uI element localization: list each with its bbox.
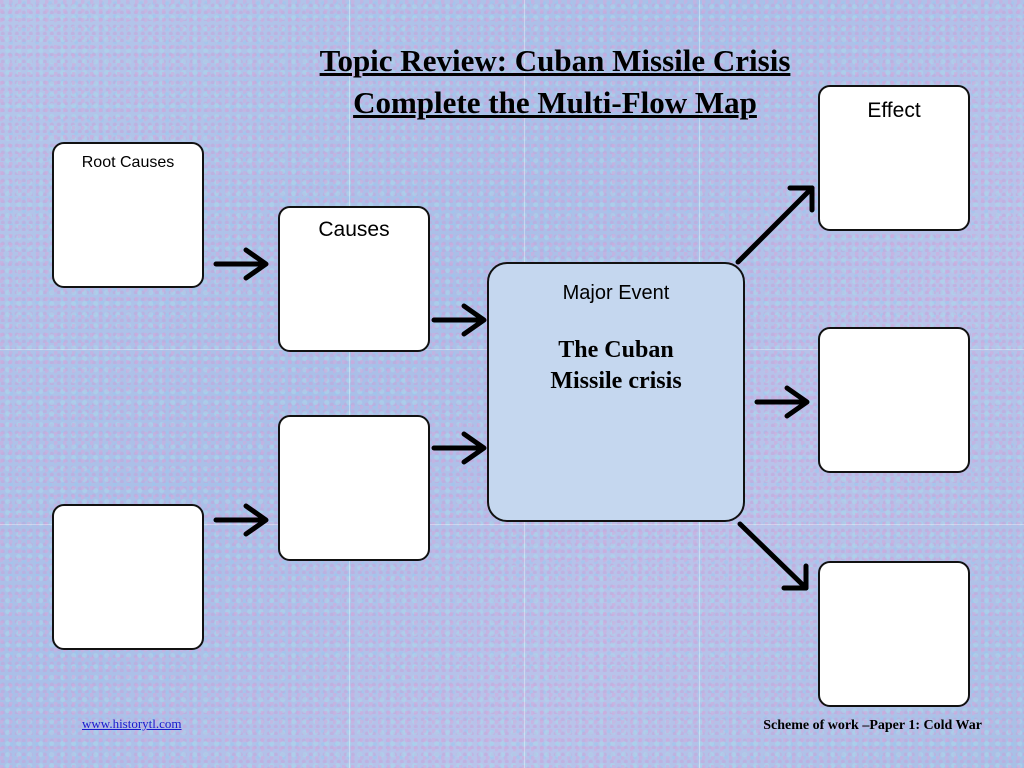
- effect-box-2[interactable]: [818, 327, 970, 473]
- root-cause-box-2[interactable]: [52, 504, 204, 650]
- slide-title: Topic Review: Cuban Missile Crisis Compl…: [180, 40, 930, 124]
- arrow-event-to-effect1: [735, 185, 815, 265]
- arrow-root1-to-cause1: [213, 247, 269, 281]
- arrow-event-to-effect2: [754, 385, 810, 419]
- arrow-root2-to-cause2: [213, 503, 269, 537]
- title-line-2: Complete the Multi-Flow Map: [353, 85, 757, 120]
- background-gridline: [349, 0, 350, 768]
- root-causes-label: Root Causes: [81, 154, 175, 171]
- root-cause-box-1[interactable]: Root Causes: [52, 142, 204, 288]
- title-line-1: Topic Review: Cuban Missile Crisis: [319, 43, 791, 78]
- effect-box-1[interactable]: Effect: [818, 85, 970, 231]
- scheme-of-work-text: Scheme of work –Paper 1: Cold War: [763, 718, 982, 733]
- major-event-line-1: The Cuban: [558, 337, 674, 363]
- causes-label: Causes: [318, 218, 390, 241]
- effect-label: Effect: [867, 99, 921, 122]
- major-event-box[interactable]: Major Event The Cuban Missile crisis: [487, 262, 745, 522]
- cause-box-2[interactable]: [278, 415, 430, 561]
- historytl-link[interactable]: www.historytl.com: [82, 716, 182, 731]
- arrow-cause1-to-event: [431, 303, 487, 337]
- major-event-label: Major Event: [562, 282, 670, 304]
- arrow-event-to-effect3: [737, 521, 809, 591]
- background-gridline: [0, 524, 1024, 525]
- major-event-line-2: Missile crisis: [550, 368, 682, 394]
- effect-box-3[interactable]: [818, 561, 970, 707]
- arrow-cause2-to-event: [431, 431, 487, 465]
- cause-box-1[interactable]: Causes: [278, 206, 430, 352]
- major-event-title: The Cuban Missile crisis: [489, 335, 743, 397]
